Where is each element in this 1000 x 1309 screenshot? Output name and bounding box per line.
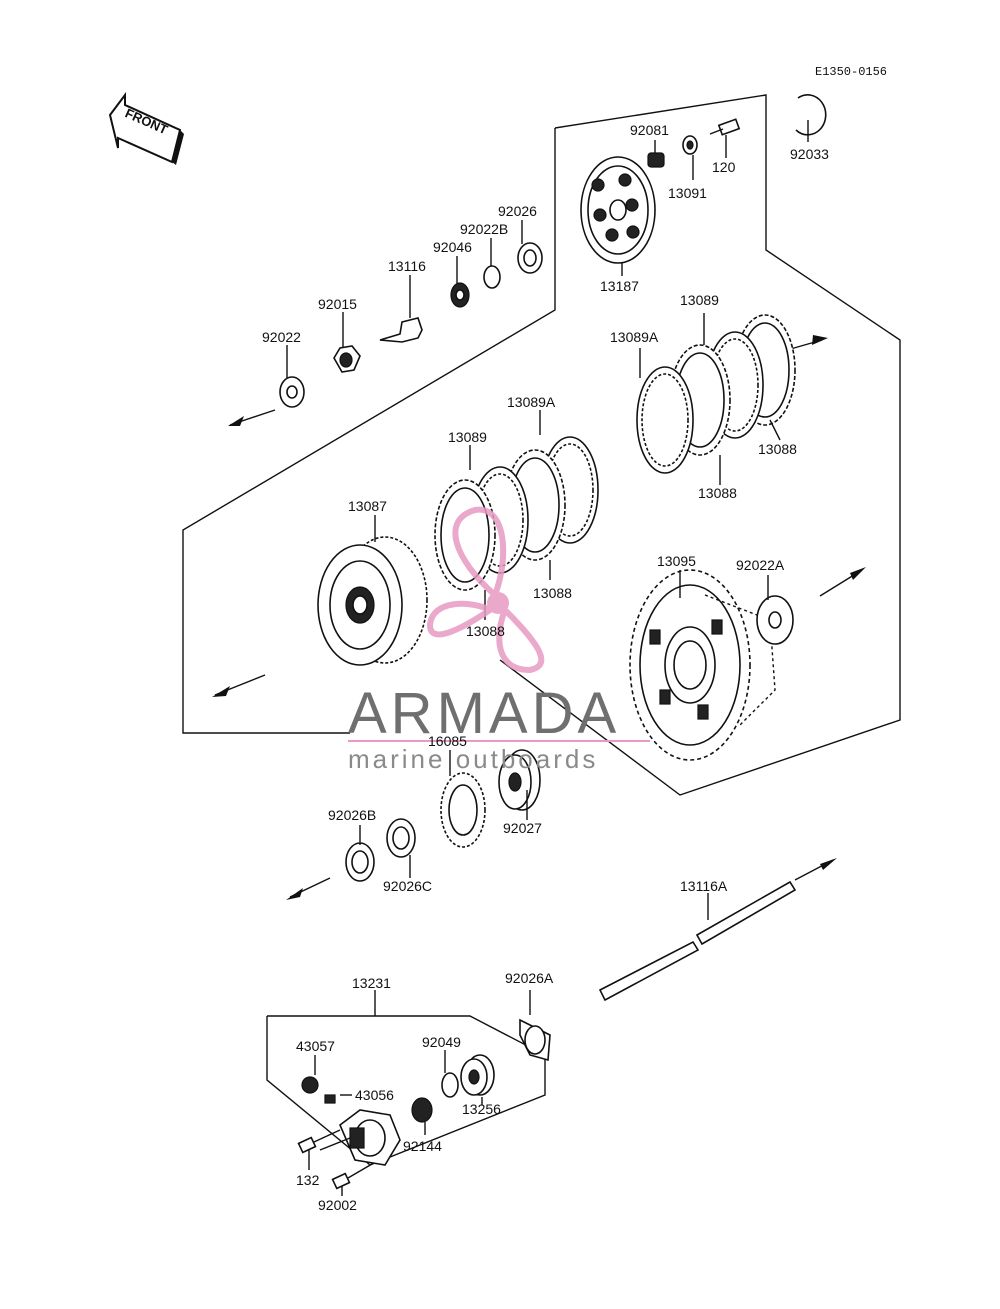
label-13116A[interactable]: 13116A bbox=[680, 878, 728, 894]
label-92026[interactable]: 92026 bbox=[498, 203, 537, 219]
label-92002[interactable]: 92002 bbox=[318, 1197, 357, 1213]
collar-92026[interactable] bbox=[517, 220, 543, 274]
label-13116[interactable]: 13116 bbox=[388, 258, 426, 274]
part-labels: 92033 92081 13091 120 13187 92026 92022B… bbox=[262, 122, 829, 1213]
front-arrow-icon: FRONT bbox=[108, 92, 184, 165]
label-43057[interactable]: 43057 bbox=[296, 1038, 335, 1054]
label-13256[interactable]: 13256 bbox=[462, 1101, 501, 1117]
label-92015[interactable]: 92015 bbox=[318, 296, 357, 312]
nut-92015[interactable] bbox=[333, 312, 361, 373]
pushrod-13116[interactable] bbox=[379, 275, 423, 343]
armada-logo: ARMADA marine outboards bbox=[348, 506, 650, 774]
clutch-housing-13087[interactable] bbox=[317, 515, 428, 666]
watermark-subtitle: marine outboards bbox=[348, 744, 598, 774]
screw-43056[interactable] bbox=[324, 1094, 352, 1104]
label-92027[interactable]: 92027 bbox=[503, 820, 542, 836]
label-13089-middle[interactable]: 13089 bbox=[448, 429, 487, 445]
watermark-title: ARMADA bbox=[348, 681, 620, 746]
washer-92022B[interactable] bbox=[483, 238, 501, 289]
label-13187[interactable]: 13187 bbox=[600, 278, 639, 294]
bearing-92046[interactable] bbox=[450, 256, 470, 308]
washer-92026B[interactable] bbox=[345, 825, 375, 882]
label-92026A[interactable]: 92026A bbox=[505, 970, 554, 986]
washer-92022[interactable] bbox=[279, 345, 305, 408]
oil-seal-92049[interactable] bbox=[441, 1050, 459, 1098]
label-13089A-middle[interactable]: 13089A bbox=[507, 394, 556, 410]
label-13089-upper[interactable]: 13089 bbox=[680, 292, 719, 308]
pushrod-13116A[interactable] bbox=[598, 880, 797, 1002]
propeller-logo-icon bbox=[426, 506, 545, 674]
release-assembly-13231[interactable] bbox=[319, 990, 401, 1166]
cap-92144[interactable] bbox=[411, 1097, 433, 1135]
label-92144[interactable]: 92144 bbox=[403, 1138, 442, 1154]
bolt-92002[interactable] bbox=[331, 1163, 373, 1196]
label-120[interactable]: 120 bbox=[712, 159, 736, 175]
label-92049[interactable]: 92049 bbox=[422, 1034, 461, 1050]
label-43056[interactable]: 43056 bbox=[355, 1087, 394, 1103]
label-13088-middle-left[interactable]: 13088 bbox=[466, 623, 505, 639]
label-13095[interactable]: 13095 bbox=[657, 553, 696, 569]
circlip-92033[interactable] bbox=[795, 94, 827, 142]
label-16085[interactable]: 16085 bbox=[428, 733, 467, 749]
label-13089A-upper[interactable]: 13089A bbox=[610, 329, 659, 345]
washer-92022A[interactable] bbox=[756, 575, 794, 645]
bolt-120[interactable] bbox=[709, 118, 741, 158]
axis-arrows bbox=[212, 335, 866, 900]
bearing-92027[interactable] bbox=[498, 749, 541, 820]
label-13088-upper-right[interactable]: 13088 bbox=[758, 441, 797, 457]
oil-seal-92026A[interactable] bbox=[519, 990, 551, 1062]
screw-43057[interactable] bbox=[301, 1055, 319, 1094]
label-13088-upper-middle[interactable]: 13088 bbox=[698, 485, 737, 501]
washer-13091[interactable] bbox=[682, 135, 698, 180]
bolt-132[interactable] bbox=[297, 1129, 341, 1170]
label-92022A[interactable]: 92022A bbox=[736, 557, 785, 573]
spring-92081[interactable] bbox=[647, 140, 665, 168]
reference-code: E1350-0156 bbox=[815, 65, 887, 79]
clutch-plates-upper[interactable] bbox=[636, 313, 796, 485]
label-92046[interactable]: 92046 bbox=[433, 239, 472, 255]
label-92026B[interactable]: 92026B bbox=[328, 807, 376, 823]
clutch-hub-13095[interactable] bbox=[629, 569, 776, 761]
bearing-13256[interactable] bbox=[460, 1054, 495, 1105]
label-92081[interactable]: 92081 bbox=[630, 122, 669, 138]
label-13091[interactable]: 13091 bbox=[668, 185, 707, 201]
assembly-outline bbox=[182, 94, 901, 1166]
label-92026C[interactable]: 92026C bbox=[383, 878, 432, 894]
label-92022[interactable]: 92022 bbox=[262, 329, 301, 345]
label-92033[interactable]: 92033 bbox=[790, 146, 829, 162]
gear-16085[interactable] bbox=[440, 750, 486, 848]
pressure-plate-13187[interactable] bbox=[580, 156, 656, 276]
washer-92026C[interactable] bbox=[386, 818, 416, 878]
clutch-plates-middle[interactable] bbox=[434, 410, 599, 620]
label-13088-middle-right[interactable]: 13088 bbox=[533, 585, 572, 601]
label-13087[interactable]: 13087 bbox=[348, 498, 387, 514]
label-92022B[interactable]: 92022B bbox=[460, 221, 508, 237]
label-13231[interactable]: 13231 bbox=[352, 975, 391, 991]
label-132[interactable]: 132 bbox=[296, 1172, 320, 1188]
